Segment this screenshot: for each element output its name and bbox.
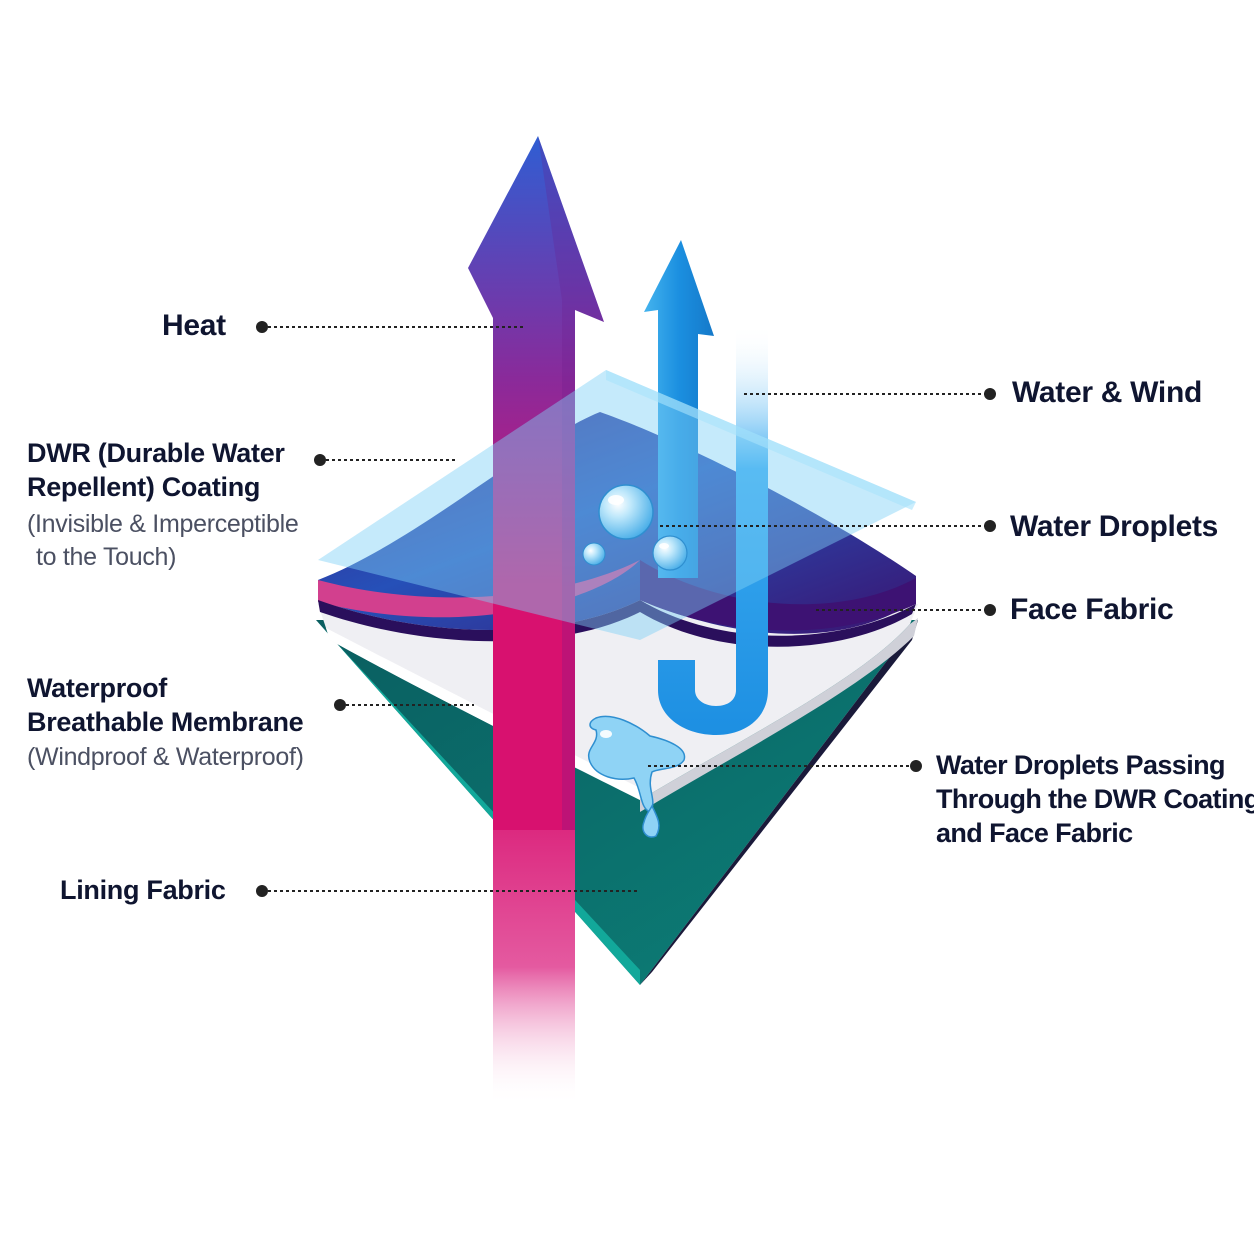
label-membrane-line1: Waterproof — [27, 673, 167, 703]
leader-lines — [262, 326, 990, 892]
label-face-fabric: Face Fabric — [1010, 593, 1174, 626]
label-membrane-line2: Breathable Membrane — [27, 707, 304, 737]
label-dwr-line1: DWR (Durable Water — [27, 438, 285, 468]
label-dwr-sub1: (Invisible & Imperceptible — [27, 510, 299, 538]
leader-dots — [256, 321, 996, 897]
label-lining-fabric: Lining Fabric — [60, 875, 226, 905]
label-droplets-passing: Water Droplets Passing Through the DWR C… — [936, 748, 1254, 850]
label-droplets-passing-line3: and Face Fabric — [936, 818, 1133, 848]
heat-arrow — [468, 136, 604, 830]
label-dwr-line2: Repellent) Coating — [27, 472, 261, 502]
label-water-droplets: Water Droplets — [1010, 510, 1219, 543]
label-water-wind: Water & Wind — [1012, 376, 1203, 409]
label-dwr-sub2: to the Touch) — [36, 543, 177, 571]
label-dwr: DWR (Durable Water Repellent) Coating (I… — [27, 436, 299, 574]
label-droplets-passing-line1: Water Droplets Passing — [936, 750, 1225, 780]
water-droplets — [582, 484, 688, 571]
label-membrane: Waterproof Breathable Membrane (Windproo… — [27, 671, 304, 774]
passing-droplet — [587, 715, 686, 838]
label-droplets-passing-line2: Through the DWR Coating — [936, 784, 1254, 814]
label-membrane-sub1: (Windproof & Waterproof) — [27, 743, 304, 771]
label-heat: Heat — [162, 309, 226, 342]
